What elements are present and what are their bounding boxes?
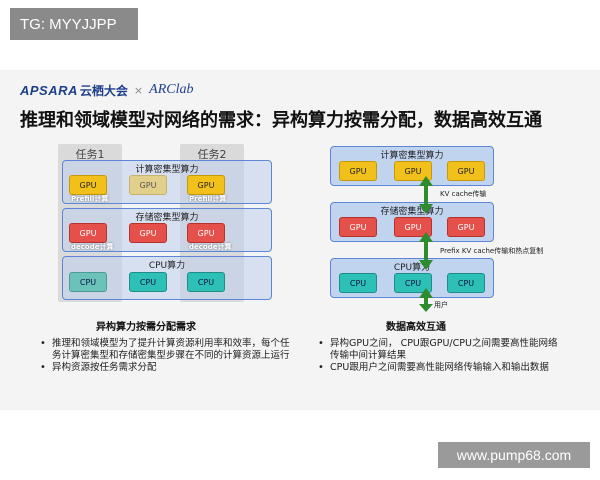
left-bullet-1: 推理和领域模型为了提升计算资源利用率和效率，每个任务计算密集型和存储密集型步骤在… bbox=[38, 338, 290, 362]
gpu-label: GPU bbox=[79, 180, 97, 190]
decode-label-1: decode计算 bbox=[71, 243, 114, 251]
gpu-label: GPU bbox=[457, 222, 475, 232]
cpu-label: CPU bbox=[404, 278, 422, 288]
right-storage-gpu-3: GPU bbox=[447, 217, 485, 237]
left-storage-gpu-2: GPU bbox=[129, 223, 167, 243]
right-bullet-1: 异构GPU之间， CPU跟GPU/CPU之间需要高性能网络传输中间计算结果 bbox=[316, 338, 562, 362]
gpu-label: GPU bbox=[404, 166, 422, 176]
left-storage-panel: 存储密集型算力 GPU GPU GPU decode计算 decode计算 bbox=[62, 208, 272, 252]
task-2-label: 任务2 bbox=[197, 148, 227, 161]
left-compute-gpu-2: GPU bbox=[129, 175, 167, 195]
logo-separator: × bbox=[133, 83, 144, 97]
right-cpu-1: CPU bbox=[339, 273, 377, 293]
user-label: 用户 bbox=[434, 301, 448, 309]
left-compute-gpu-1: GPU bbox=[69, 175, 107, 195]
left-compute-title: 计算密集型算力 bbox=[135, 165, 199, 175]
left-cpu-3: CPU bbox=[187, 272, 225, 292]
prefix-kv-label: Prefix KV cache传输和热点复制 bbox=[440, 247, 544, 255]
task-1-label: 任务1 bbox=[75, 148, 105, 161]
cpu-label: CPU bbox=[197, 277, 215, 287]
gpu-label: GPU bbox=[79, 228, 97, 238]
cpu-label: CPU bbox=[79, 277, 97, 287]
arrows-layer bbox=[419, 176, 433, 312]
left-compute-panel: 计算密集型算力 GPU GPU GPU Prefill计算 Prefill计算 bbox=[62, 160, 272, 204]
prefill-label-2: Prefill计算 bbox=[189, 195, 227, 203]
watermark-label: www.pump68.com bbox=[438, 442, 590, 468]
gpu-label: GPU bbox=[197, 180, 215, 190]
gpu-label: GPU bbox=[139, 228, 157, 238]
cpu-label: CPU bbox=[457, 278, 475, 288]
gpu-label: GPU bbox=[404, 222, 422, 232]
cpu-label: CPU bbox=[349, 278, 367, 288]
arclab-logo: ARClab bbox=[149, 82, 194, 97]
decode-label-2: decode计算 bbox=[189, 243, 232, 251]
right-caption: 数据高效互通 bbox=[386, 322, 446, 333]
gpu-label: GPU bbox=[349, 222, 367, 232]
gpu-label: GPU bbox=[139, 180, 157, 190]
left-compute-gpu-3: GPU bbox=[187, 175, 225, 195]
right-storage-gpu-2: GPU bbox=[394, 217, 432, 237]
left-diagram: 任务1 任务2 计算密集型算力 GPU GPU GPU Prefill计算 Pr… bbox=[58, 144, 272, 304]
left-cpu-2: CPU bbox=[129, 272, 167, 292]
kv-cache-arrow bbox=[419, 176, 433, 214]
right-compute-gpu-3: GPU bbox=[447, 161, 485, 181]
apsara-logo: APSARA bbox=[20, 82, 78, 98]
right-compute-gpu-1: GPU bbox=[339, 161, 377, 181]
right-cpu-title: CPU算力 bbox=[393, 263, 431, 273]
left-storage-gpu-3: GPU bbox=[187, 223, 225, 243]
slide: APSARA 云栖大会 × ARClab 推理和领域模型对网络的需求：异构算力按… bbox=[0, 70, 600, 410]
left-cpu-title: CPU算力 bbox=[148, 261, 186, 271]
gpu-label: GPU bbox=[197, 228, 215, 238]
logo-bar: APSARA 云栖大会 × ARClab bbox=[20, 82, 193, 98]
right-bullet-2: CPU跟用户之间需要高性能网络传输输入和输出数据 bbox=[316, 362, 562, 374]
user-arrow bbox=[419, 288, 433, 312]
left-bullet-2: 异构资源按任务需求分配 bbox=[38, 362, 290, 374]
right-cpu-3: CPU bbox=[447, 273, 485, 293]
right-cpu-panel: CPU算力 CPU CPU CPU bbox=[330, 258, 494, 298]
gpu-label: GPU bbox=[457, 166, 475, 176]
left-caption: 异构算力按需分配需求 bbox=[96, 322, 196, 333]
kv-cache-label: KV cache传输 bbox=[440, 190, 487, 198]
left-cpu-panel: CPU算力 CPU CPU CPU bbox=[62, 256, 272, 300]
right-compute-gpu-2: GPU bbox=[394, 161, 432, 181]
right-storage-gpu-1: GPU bbox=[339, 217, 377, 237]
left-storage-title: 存储密集型算力 bbox=[135, 213, 199, 223]
right-storage-panel: 存储密集型算力 GPU GPU GPU bbox=[330, 202, 494, 242]
left-cpu-1: CPU bbox=[69, 272, 107, 292]
right-cpu-2: CPU bbox=[394, 273, 432, 293]
prefix-kv-arrow bbox=[419, 232, 433, 270]
gpu-label: GPU bbox=[349, 166, 367, 176]
right-storage-title: 存储密集型算力 bbox=[380, 207, 444, 217]
right-bullets: 异构GPU之间， CPU跟GPU/CPU之间需要高性能网络传输中间计算结果 CP… bbox=[316, 338, 562, 374]
left-storage-gpu-1: GPU bbox=[69, 223, 107, 243]
slide-title: 推理和领域模型对网络的需求：异构算力按需分配，数据高效互通 bbox=[20, 110, 542, 131]
right-compute-title: 计算密集型算力 bbox=[380, 151, 444, 161]
channel-label: TG: MYYJJPP bbox=[10, 8, 138, 40]
cpu-label: CPU bbox=[139, 277, 157, 287]
yunqi-logo: 云栖大会 bbox=[79, 83, 128, 98]
right-diagram: 计算密集型算力 GPU GPU GPU 存储密集型算力 GPU GPU GPU bbox=[330, 144, 590, 312]
right-compute-panel: 计算密集型算力 GPU GPU GPU bbox=[330, 146, 494, 186]
prefill-label-1: Prefill计算 bbox=[71, 195, 109, 203]
left-bullets: 推理和领域模型为了提升计算资源利用率和效率，每个任务计算密集型和存储密集型步骤在… bbox=[38, 338, 290, 374]
